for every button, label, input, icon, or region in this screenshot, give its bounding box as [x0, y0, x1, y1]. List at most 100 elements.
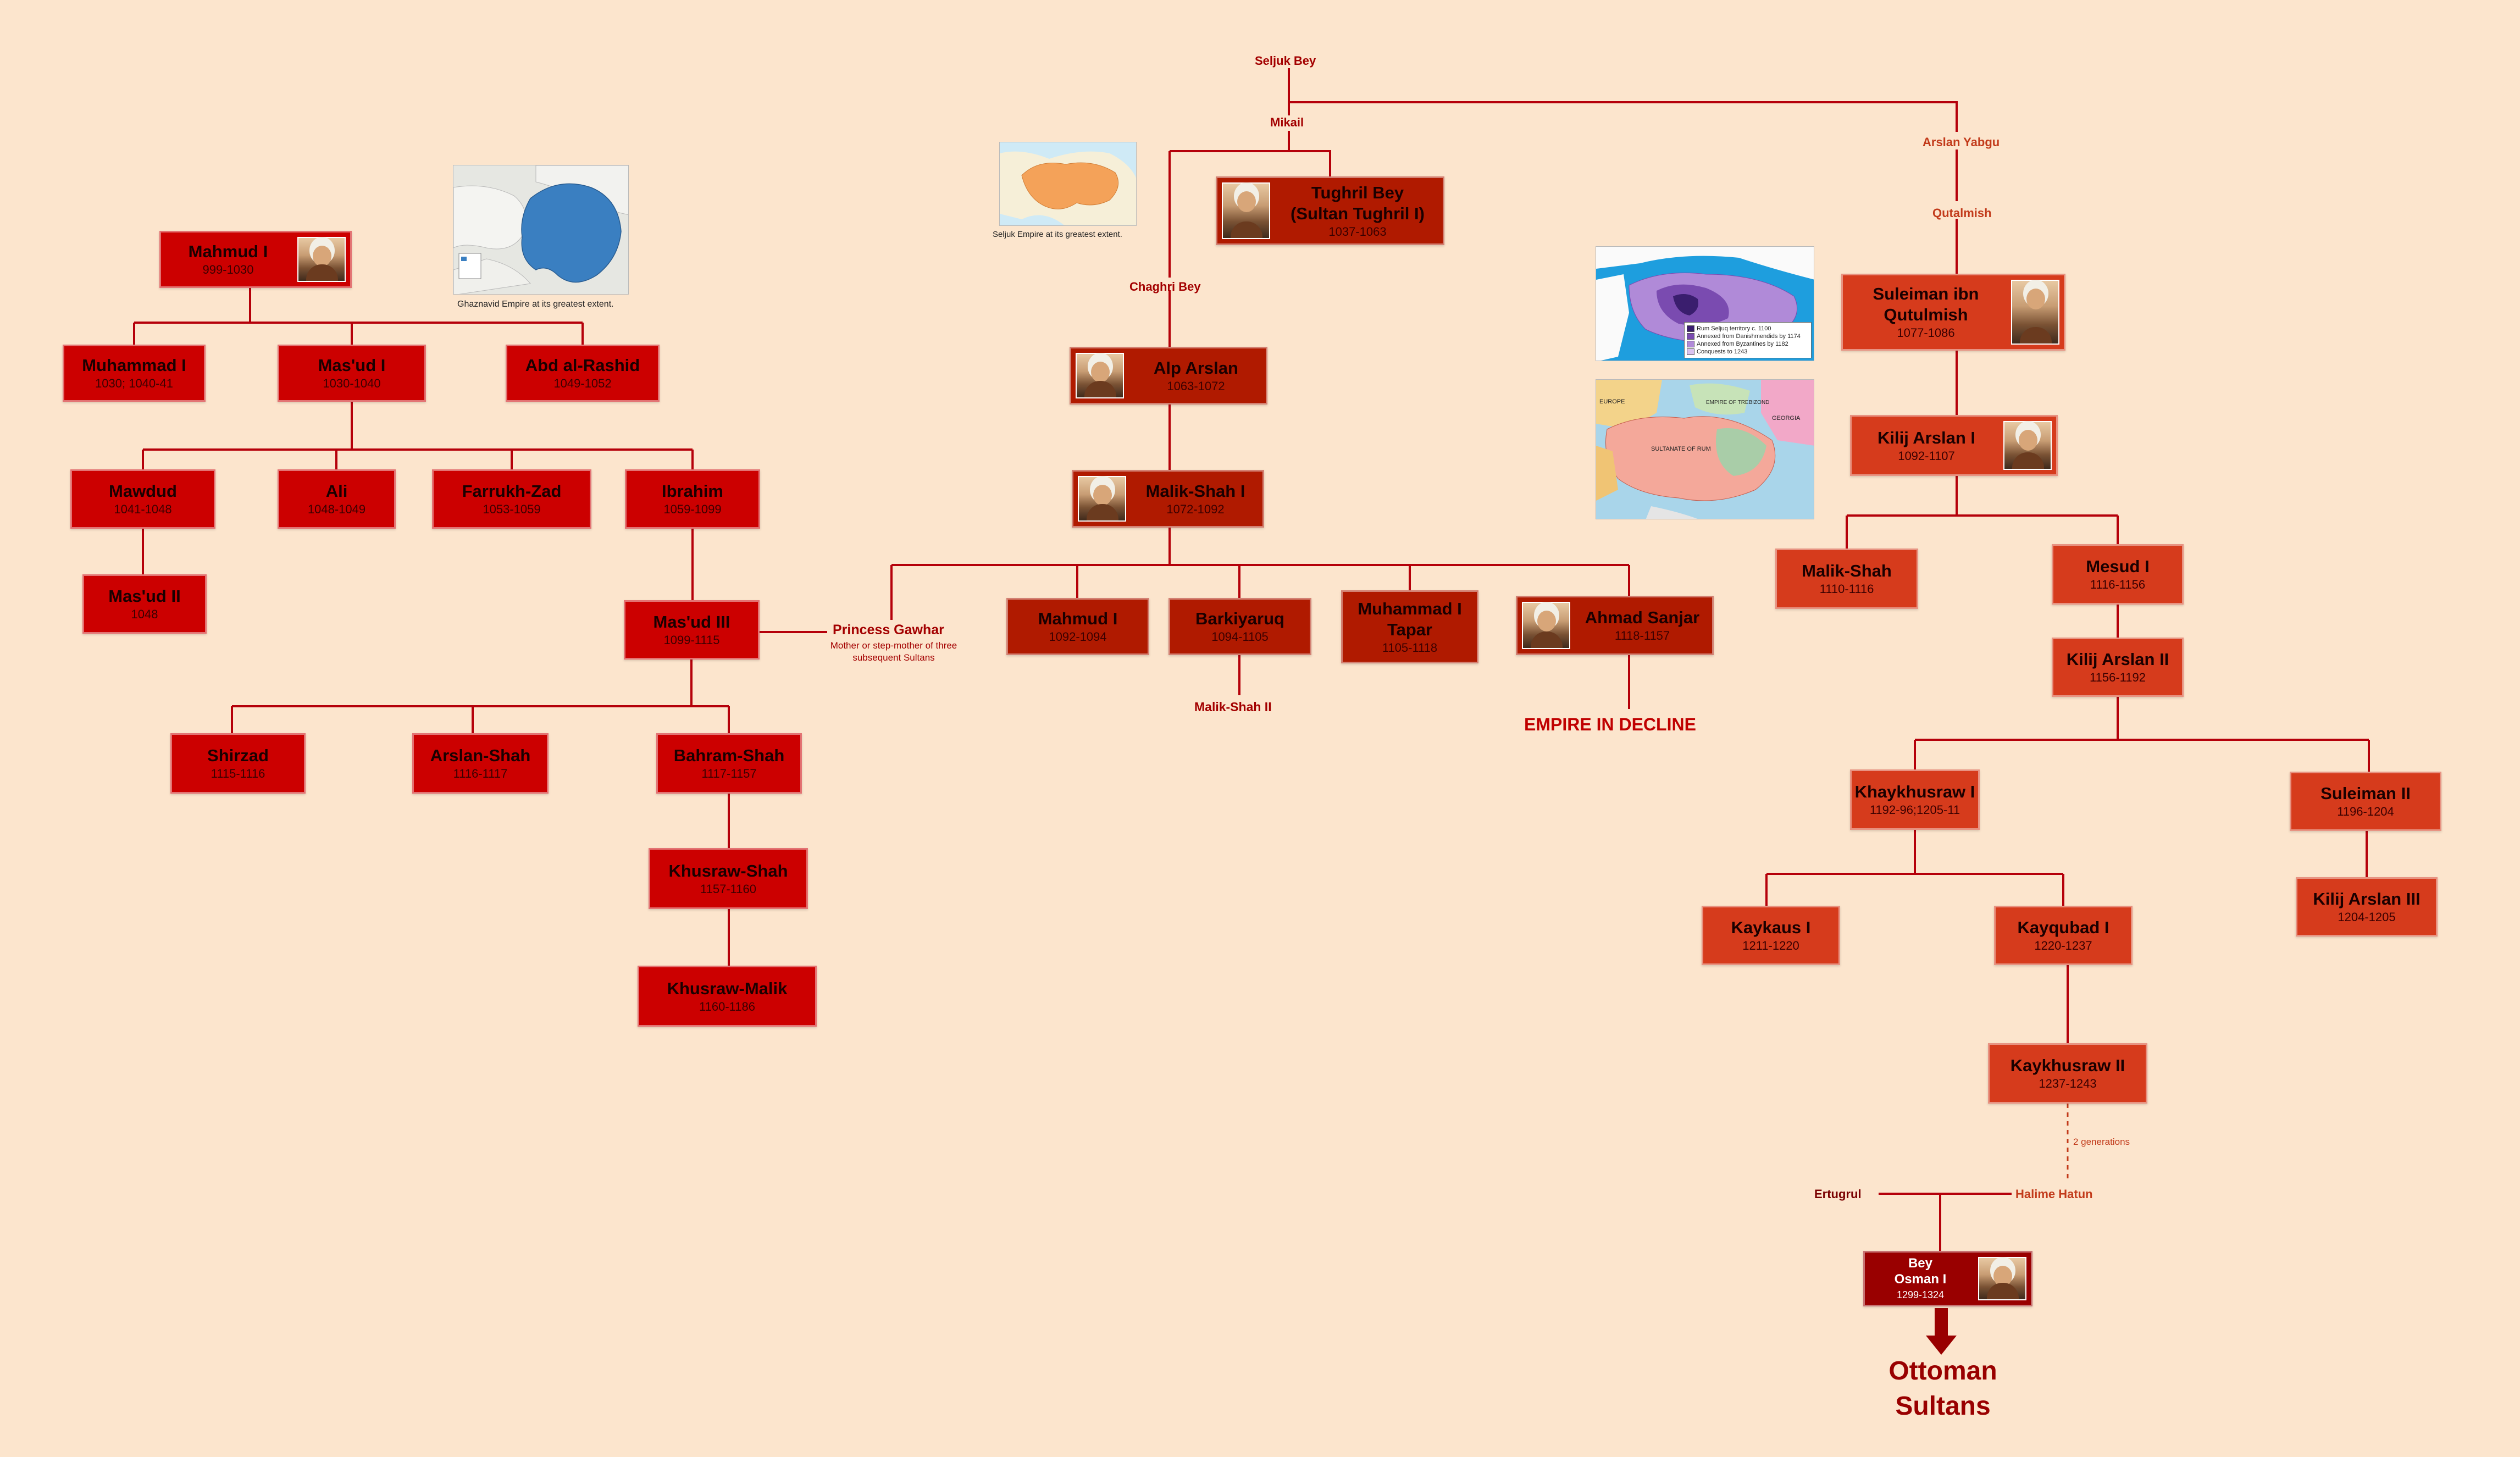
legend-text: Annexed from Byzantines by 1182	[1697, 341, 1788, 347]
ruler-years: 1092-1094	[1049, 630, 1107, 644]
ruler-years: 1049-1052	[553, 376, 612, 390]
ruler-years: 1220-1237	[2034, 939, 2092, 952]
ruler-name: Farrukh-Zad	[462, 481, 562, 501]
arrow-down-icon	[1926, 1308, 1957, 1355]
ruler-name: Mahmud I	[188, 242, 268, 261]
ruler-box-kilij3: Kilij Arslan III 1204-1205	[2296, 877, 2438, 937]
label-halime-hatun: Halime Hatun	[2015, 1187, 2093, 1201]
ruler-name: Kaykhusraw II	[2010, 1056, 2125, 1075]
ghaznavid-map	[453, 165, 629, 295]
rum-legend-row: Annexed from Danishmendids by 1174	[1687, 333, 1809, 340]
ruler-years: 1204-1205	[2338, 910, 2396, 924]
ruler-name: Ahmad Sanjar	[1585, 608, 1700, 627]
label-empire-in-decline: EMPIRE IN DECLINE	[1524, 714, 1696, 734]
map-label: GEORGIA	[1772, 415, 1801, 422]
rum-legend-row: Conquests to 1243	[1687, 348, 1809, 356]
label-two-generations: 2 generations	[2073, 1137, 2130, 1147]
legend-swatch	[1687, 341, 1694, 347]
ruler-years: 1157-1160	[700, 882, 756, 896]
ruler-name: Khaykhusraw I	[1854, 782, 1975, 801]
legend-swatch	[1687, 348, 1694, 355]
ruler-years: 1037-1063	[1328, 224, 1387, 239]
ruler-name: Kayqubad I	[2017, 918, 2109, 937]
legend-text: Conquests to 1243	[1697, 348, 1748, 355]
ruler-years: 1063-1072	[1167, 379, 1225, 393]
ruler-name: Kilij Arslan III	[2313, 889, 2421, 908]
ruler-name: Muhammad I	[82, 356, 186, 375]
ruler-name: Muhammad I Tapar	[1358, 599, 1462, 639]
ruler-years: 1048	[131, 607, 158, 621]
ruler-name: Mahmud I	[1038, 609, 1118, 628]
portrait-icon	[1222, 182, 1270, 239]
portrait-icon	[1076, 353, 1124, 398]
ruler-years: 1099-1115	[663, 633, 720, 647]
label-ertugrul: Ertugrul	[1814, 1187, 1862, 1201]
legend-text: Annexed from Danishmendids by 1174	[1697, 333, 1801, 340]
ruler-box-tughril: Tughril Bey (Sultan Tughril I)1037-1063	[1216, 176, 1444, 245]
portrait-icon	[2011, 280, 2059, 345]
rum-legend-row: Annexed from Byzantines by 1182	[1687, 340, 1809, 348]
ruler-years: 1211-1220	[1742, 939, 1799, 952]
map-label: EMPIRE OF TREBIZOND	[1706, 400, 1770, 406]
ruler-name: Tughril Bey (Sultan Tughril I)	[1291, 182, 1425, 223]
ruler-years: 1118-1157	[1614, 629, 1670, 642]
ruler-name: Arslan-Shah	[430, 746, 531, 765]
ruler-name: Mas'ud II	[108, 586, 181, 606]
ruler-years: 1116-1117	[453, 767, 508, 780]
ruler-name: Abd al-Rashid	[525, 356, 640, 375]
ruler-name: Khusraw-Shah	[668, 861, 788, 880]
ruler-years: 1077-1086	[1897, 326, 1955, 340]
seljuk-empire-map	[999, 142, 1137, 226]
ruler-years: 1115-1116	[211, 767, 265, 780]
portrait-icon	[1978, 1257, 2026, 1300]
ruler-name: Mawdud	[109, 481, 177, 501]
sultanate-of-rum-map: EUROPE GEORGIA EMPIRE OF TREBIZOND SULTA…	[1596, 379, 1814, 519]
ruler-name: Bahram-Shah	[673, 746, 785, 765]
ruler-name: Suleiman ibn Qutulmish	[1873, 284, 1979, 324]
ruler-years: 1156-1192	[2090, 671, 2146, 684]
ruler-years: 1196-1204	[2337, 805, 2394, 818]
ruler-name: Kilij Arslan II	[2066, 650, 2169, 669]
ruler-box-suleiman1: Suleiman ibn Qutulmish 1077-1086	[1841, 274, 2065, 351]
ruler-box-mahmud1s: Mahmud I 1092-1094	[1006, 598, 1149, 655]
ruler-name: Barkiyaruq	[1195, 609, 1284, 628]
ruler-box-kayqubad1: Kayqubad I 1220-1237	[1994, 906, 2133, 965]
label-ottoman-sultans: Ottoman Sultans	[1888, 1356, 1997, 1421]
rum-legend-row: Rum Seljuq territory c. 1100	[1687, 325, 1809, 333]
portrait-icon	[1522, 602, 1570, 649]
legend-swatch	[1687, 325, 1694, 332]
ruler-years: 1030-1040	[323, 376, 381, 390]
portrait-icon	[2003, 421, 2052, 470]
label-chaghri-bey: Chaghri Bey	[1129, 280, 1201, 293]
label-princess-gawhar: Princess Gawhar	[833, 622, 944, 638]
legend-swatch	[1687, 333, 1694, 340]
ruler-name: Bey Osman I	[1894, 1255, 1947, 1287]
rum-map-legend: Rum Seljuq territory c. 1100 Annexed fro…	[1684, 322, 1812, 358]
label-mikail: Mikail	[1270, 115, 1304, 129]
portrait-icon	[1078, 476, 1126, 522]
rum-seljuq-expansion-map: Rum Seljuq territory c. 1100 Annexed fro…	[1596, 246, 1814, 361]
label-arslan-yabgu: Arslan Yabgu	[1923, 135, 2000, 149]
seljuk-map-caption: Seljuk Empire at its greatest extent.	[993, 230, 1122, 239]
label-seljuk-bey: Seljuk Bey	[1255, 54, 1316, 68]
